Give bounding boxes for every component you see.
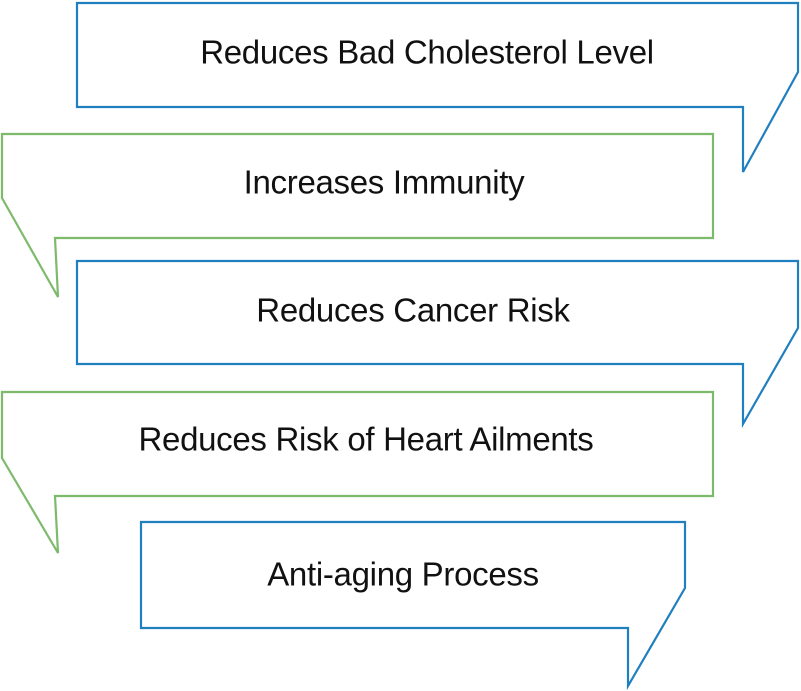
callout-1: Reduces Bad Cholesterol Level <box>75 1 800 173</box>
callout-3: Reduces Cancer Risk <box>75 259 800 429</box>
callout-3-shape <box>75 259 800 429</box>
callout-5-shape <box>139 520 687 691</box>
callout-2-label: Increases Immunity <box>244 164 525 201</box>
callout-1-shape <box>75 1 800 173</box>
callout-4: Reduces Risk of Heart Ailments <box>0 390 715 554</box>
callout-2-shape <box>0 132 715 298</box>
callout-3-label: Reduces Cancer Risk <box>256 292 570 329</box>
callout-1-label: Reduces Bad Cholesterol Level <box>200 34 654 71</box>
callout-5: Anti-aging Process <box>139 520 687 691</box>
callout-4-shape <box>0 390 715 554</box>
callout-5-label: Anti-aging Process <box>267 556 539 593</box>
callout-4-label: Reduces Risk of Heart Ailments <box>138 421 593 458</box>
callout-2: Increases Immunity <box>0 132 715 298</box>
